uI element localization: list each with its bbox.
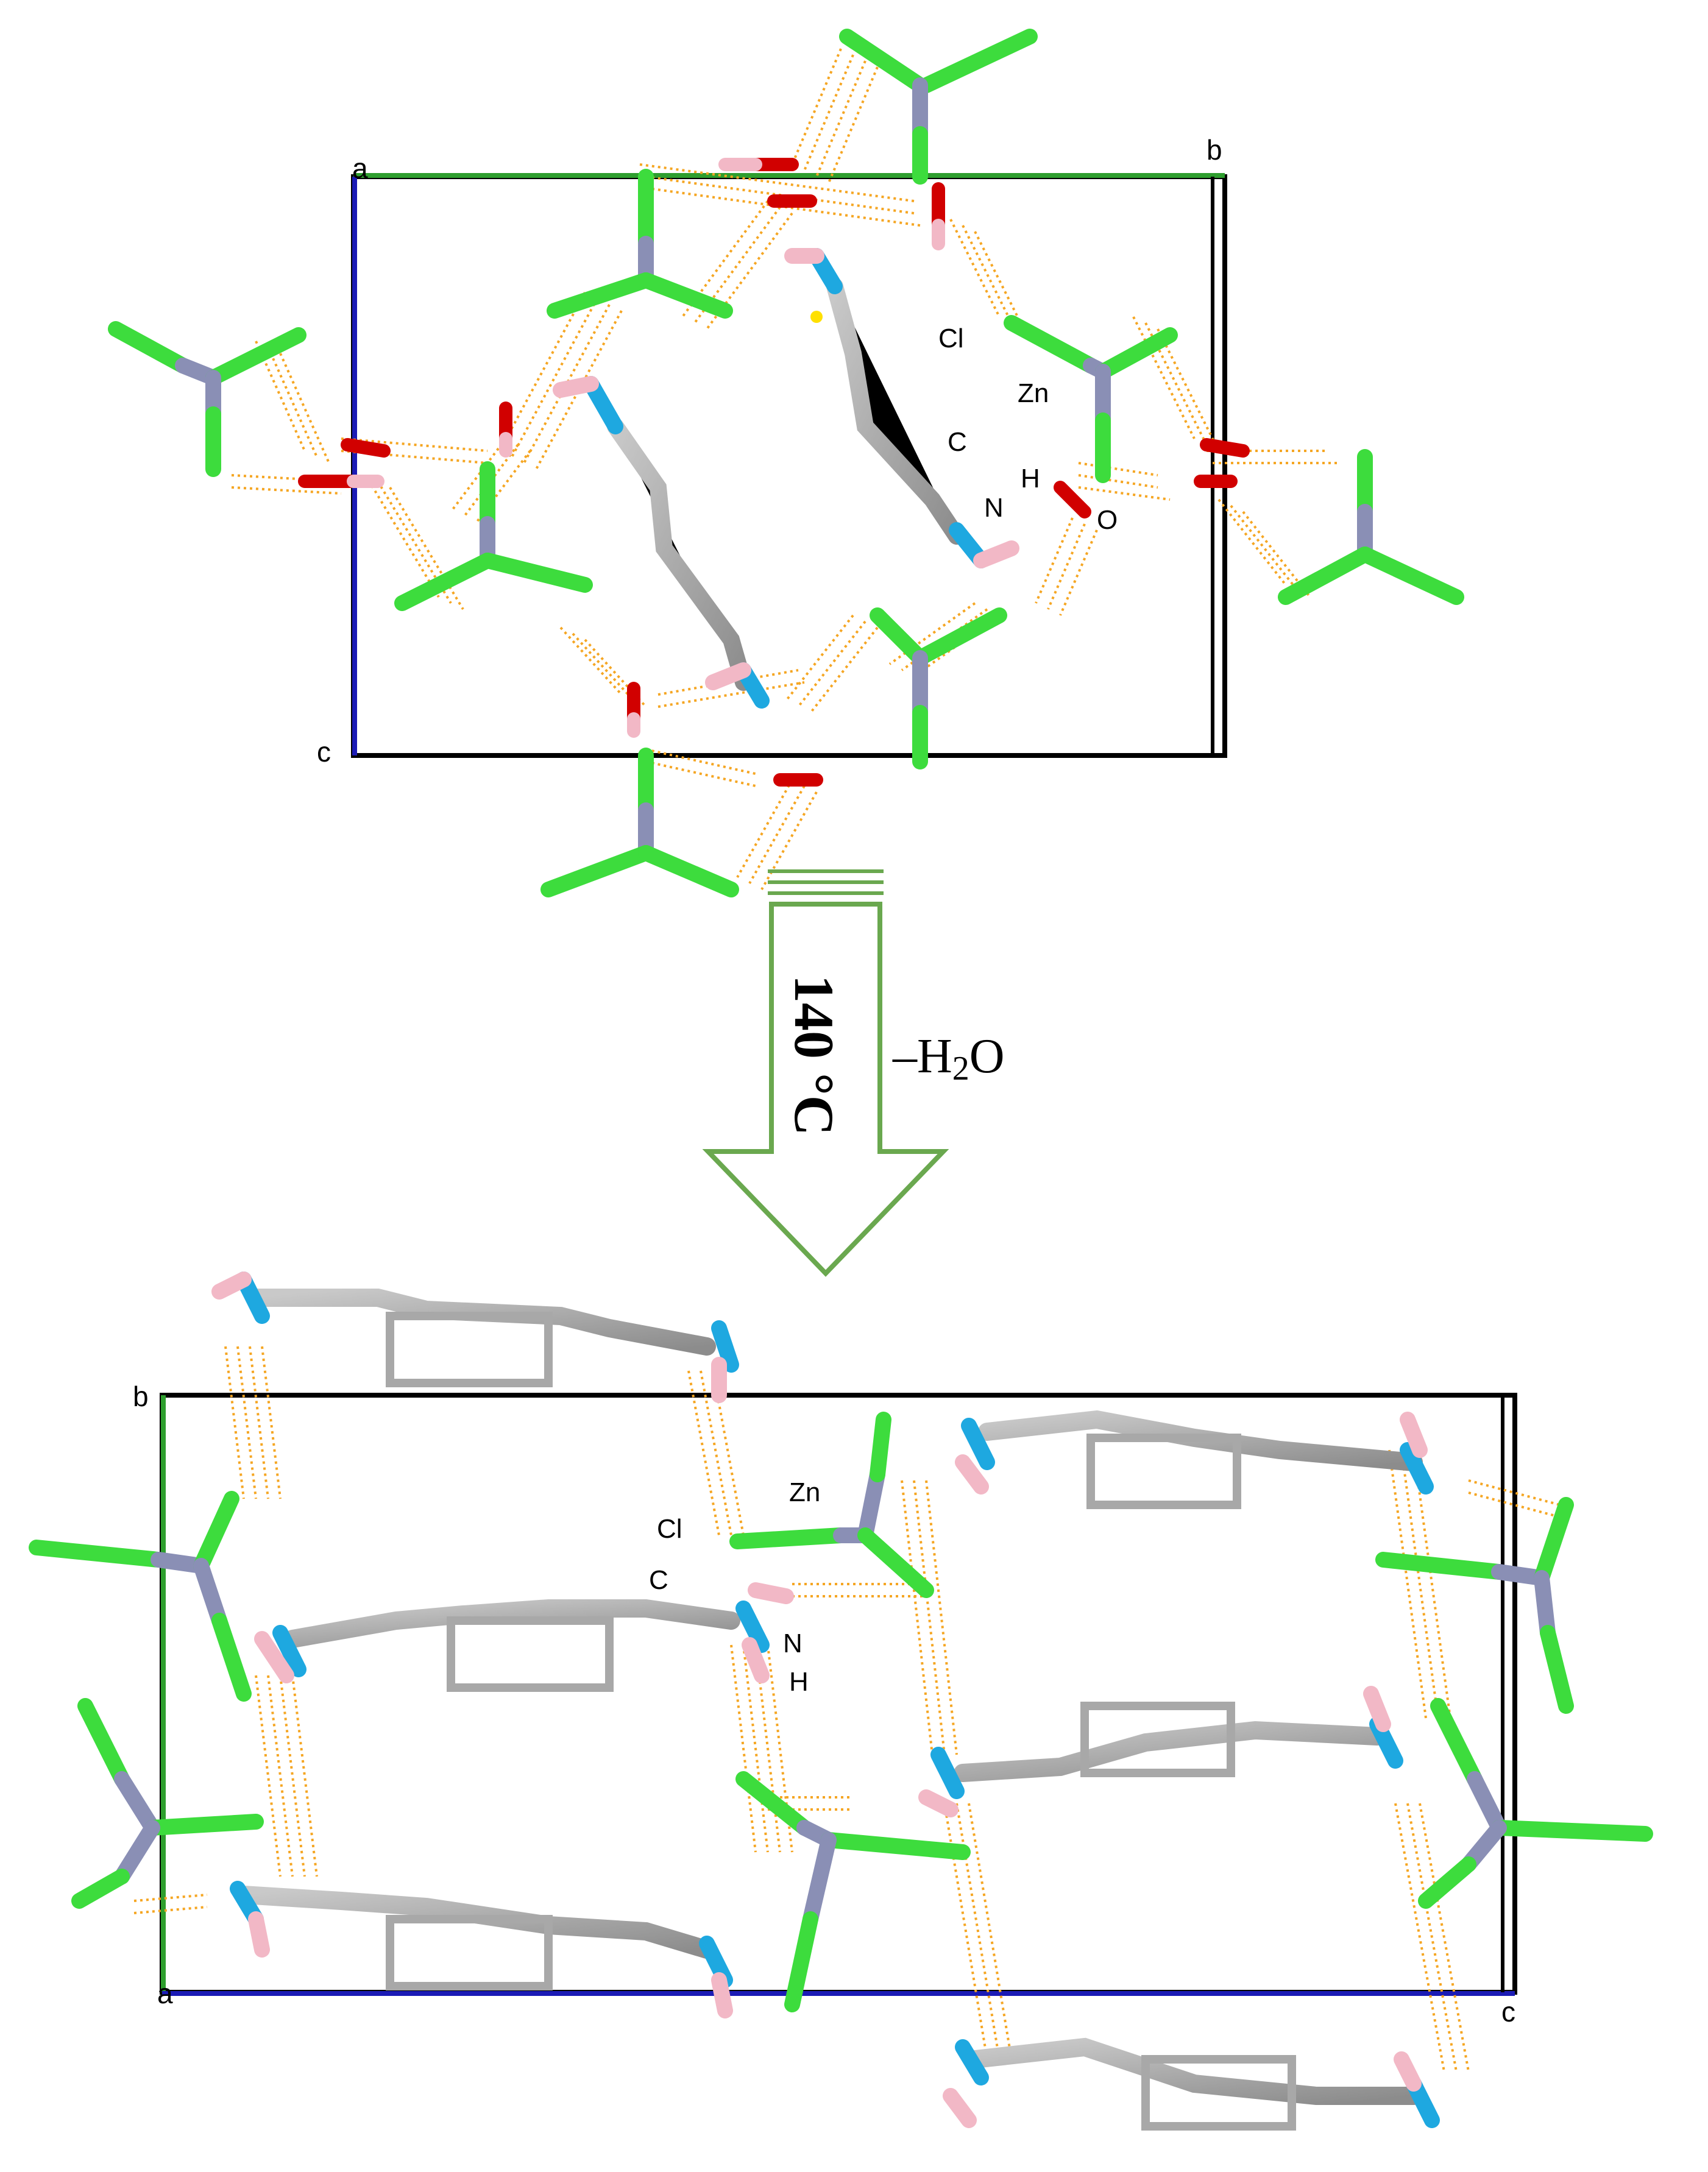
water-loss-label: –H2O	[892, 1030, 1005, 1088]
bottom-zncl-units	[29, 1412, 1653, 2012]
bottom-axis-b: b	[133, 1381, 149, 1412]
top-label-n: N	[984, 493, 1004, 523]
bottom-organic-cations	[211, 1272, 1440, 2131]
top-panel: a b c Cl Zn C H N O	[108, 29, 1464, 897]
top-label-zn: Zn	[1018, 378, 1049, 408]
down-arrow-icon	[702, 902, 949, 1277]
bottom-label-c: C	[649, 1565, 668, 1595]
bottom-label-h: H	[789, 1667, 809, 1697]
top-label-cl: Cl	[938, 324, 964, 353]
bottom-label-n: N	[783, 1629, 803, 1658]
top-water-molecules	[298, 158, 1250, 787]
bottom-label-zn: Zn	[789, 1477, 820, 1507]
top-label-h: H	[1021, 464, 1040, 493]
transition-arrow: 140 °C –H2O	[702, 869, 1005, 1277]
top-zncl-units	[108, 29, 1464, 897]
bottom-axis-a: a	[157, 1978, 173, 2009]
temperature-label: 140 °C	[783, 975, 845, 1136]
top-axis-c: c	[317, 736, 331, 768]
bottom-unit-cell	[160, 1393, 1517, 1996]
bottom-label-cl: Cl	[657, 1514, 682, 1544]
top-axis-a: a	[352, 152, 368, 184]
bottom-panel: b a c Zn Cl C N H	[29, 1272, 1653, 2131]
bottom-hbonds	[133, 1346, 1561, 2072]
top-label-o: O	[1097, 505, 1118, 535]
bottom-axis-c: c	[1501, 1996, 1515, 2028]
top-organic-cations	[553, 248, 1019, 709]
top-label-c: C	[948, 427, 967, 457]
top-axis-b: b	[1207, 134, 1222, 166]
top-unit-cell	[351, 173, 1227, 758]
